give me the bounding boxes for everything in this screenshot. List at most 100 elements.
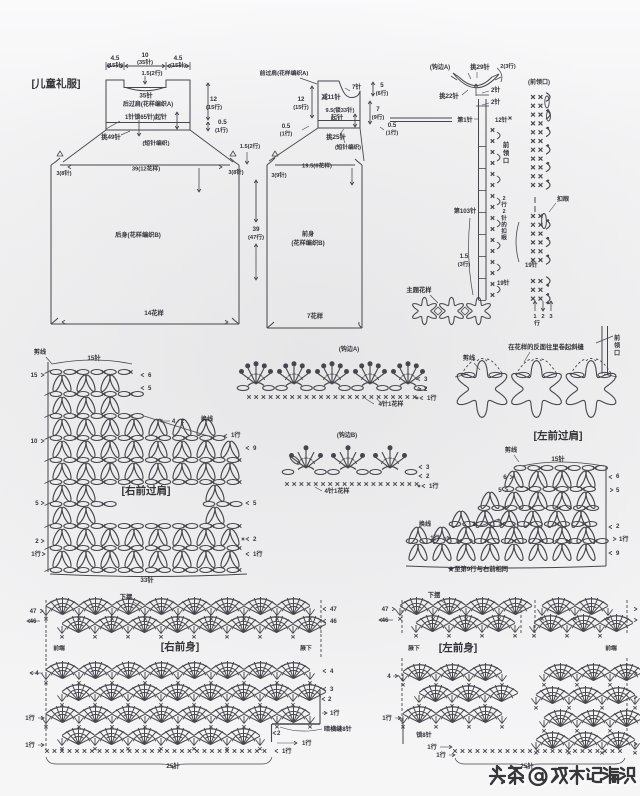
svg-text:39: 39 [252, 226, 260, 233]
svg-text:减11针: 减11针 [321, 92, 341, 101]
svg-text:1行: 1行 [253, 550, 262, 558]
svg-text:46: 46 [382, 617, 389, 624]
svg-text:2针: 2针 [491, 98, 500, 106]
svg-text:1行: 1行 [31, 550, 40, 558]
svg-text:2针: 2针 [491, 86, 500, 94]
svg-text:(1行): (1行) [280, 130, 293, 138]
svg-text:(47行): (47行) [248, 233, 264, 241]
svg-text:9.5(锁33针): 9.5(锁33针) [326, 106, 355, 114]
svg-text:后身(花样编织B): 后身(花样编织B) [115, 231, 161, 239]
svg-text:(短针编织): (短针编织) [335, 143, 361, 151]
svg-text:前: 前 [614, 334, 620, 342]
svg-text:(前领口): (前领口) [528, 78, 550, 86]
svg-text:5: 5 [35, 500, 39, 507]
svg-text:1行: 1行 [430, 534, 439, 542]
svg-text:挑22针: 挑22针 [439, 91, 459, 100]
svg-text:1.5: 1.5 [460, 253, 469, 260]
svg-text:剪线: 剪线 [505, 446, 517, 454]
svg-text:14花样: 14花样 [144, 308, 164, 317]
svg-text:47: 47 [382, 606, 389, 613]
svg-text:1行: 1行 [436, 751, 445, 759]
svg-text:[儿童礼服]: [儿童礼服] [32, 77, 81, 90]
svg-text:(15针): (15针) [170, 61, 186, 69]
svg-text:4针1花样: 4针1花样 [324, 487, 349, 495]
svg-text:剪线: 剪线 [34, 348, 46, 356]
svg-text:5: 5 [148, 385, 152, 392]
svg-text:2: 2 [35, 538, 39, 545]
svg-text:25针: 25针 [520, 761, 534, 770]
svg-text:19针: 19针 [525, 261, 538, 269]
svg-text:(钩边A): (钩边A) [339, 345, 359, 353]
svg-text:[右前身]: [右前身] [161, 640, 200, 653]
svg-text:前端: 前端 [605, 644, 617, 652]
svg-text:前端: 前端 [53, 644, 65, 652]
svg-text:1行: 1行 [330, 709, 339, 717]
svg-text:(短针编织): (短针编织) [142, 139, 169, 147]
svg-text:0.5: 0.5 [282, 123, 291, 130]
svg-text:2: 2 [541, 314, 544, 320]
svg-text:3: 3 [330, 686, 334, 693]
svg-text:15: 15 [31, 372, 38, 379]
svg-text:6: 6 [616, 473, 620, 480]
svg-text:(3行): (3行) [458, 260, 471, 268]
svg-text:19针: 19针 [497, 279, 510, 287]
svg-text:2: 2 [616, 523, 620, 530]
svg-text:挑49针: 挑49针 [101, 132, 121, 141]
svg-text:前过肩(花样编织A): 前过肩(花样编织A) [260, 69, 309, 77]
svg-text:19.5(6花样): 19.5(6花样) [302, 162, 332, 170]
svg-text:(9行): (9行) [372, 113, 385, 121]
svg-text:2: 2 [472, 521, 476, 528]
svg-text:6: 6 [503, 474, 507, 481]
svg-text:39(12花样): 39(12花样) [132, 165, 160, 173]
svg-text:(35针): (35针) [137, 58, 153, 66]
svg-text:2: 2 [502, 209, 505, 215]
svg-text:6: 6 [148, 372, 152, 379]
svg-text:扣眼: 扣眼 [557, 195, 570, 203]
svg-text:(1行): (1行) [386, 129, 399, 137]
svg-text:4.5: 4.5 [174, 55, 183, 62]
svg-text:挑25针: 挑25针 [326, 132, 346, 141]
svg-text:3(8针): 3(8针) [56, 169, 71, 177]
svg-text:1行: 1行 [619, 535, 628, 543]
svg-text:4 - 2: 4 - 2 [172, 418, 185, 425]
svg-text:3(9针): 3(9针) [271, 171, 286, 179]
svg-text:前: 前 [503, 140, 510, 149]
svg-text:换线: 换线 [419, 520, 431, 528]
svg-text:行: 行 [500, 201, 507, 209]
svg-text:5: 5 [380, 82, 384, 89]
svg-text:2: 2 [426, 473, 430, 480]
svg-text:47: 47 [330, 606, 337, 613]
svg-text:2: 2 [253, 536, 257, 543]
svg-text:12: 12 [298, 96, 305, 103]
svg-text:第1针: 第1针 [456, 116, 473, 124]
svg-text:33针: 33针 [140, 575, 154, 584]
svg-text:9: 9 [253, 445, 257, 452]
svg-text:5: 5 [616, 487, 620, 494]
svg-text:下摆: 下摆 [428, 590, 441, 599]
svg-text:起针: 起针 [330, 114, 343, 122]
svg-text:口: 口 [614, 350, 620, 357]
svg-text:1行: 1行 [427, 743, 436, 751]
svg-text:2: 2 [277, 730, 281, 737]
svg-text:在花样的反面往里卷起斜缝: 在花样的反面往里卷起斜缝 [508, 342, 584, 351]
svg-text:暗横缝8针: 暗横缝8针 [324, 725, 352, 733]
svg-text:领: 领 [613, 342, 621, 350]
svg-text:[右前过肩]: [右前过肩] [122, 484, 171, 497]
svg-text:针: 针 [501, 214, 507, 222]
svg-text:3: 3 [426, 464, 430, 471]
svg-text:1行: 1行 [25, 741, 34, 749]
svg-text:9: 9 [616, 550, 620, 557]
svg-text:(1行): (1行) [215, 126, 228, 134]
svg-text:4: 4 [330, 668, 334, 675]
svg-text:1行: 1行 [302, 739, 311, 747]
svg-text:(15行): (15行) [206, 103, 222, 111]
svg-text:剪线: 剪线 [463, 354, 475, 362]
svg-text:1行: 1行 [282, 747, 291, 755]
svg-text:[左前过肩]: [左前过肩] [534, 429, 583, 442]
svg-text:后过肩(花样编织A): 后过肩(花样编织A) [123, 100, 173, 108]
svg-text:腋下: 腋下 [299, 644, 312, 652]
svg-text:扣: 扣 [501, 227, 507, 235]
svg-text:35针: 35针 [139, 91, 153, 100]
svg-text:2: 2 [424, 386, 428, 393]
svg-text:1.5(2行): 1.5(2行) [142, 69, 163, 77]
